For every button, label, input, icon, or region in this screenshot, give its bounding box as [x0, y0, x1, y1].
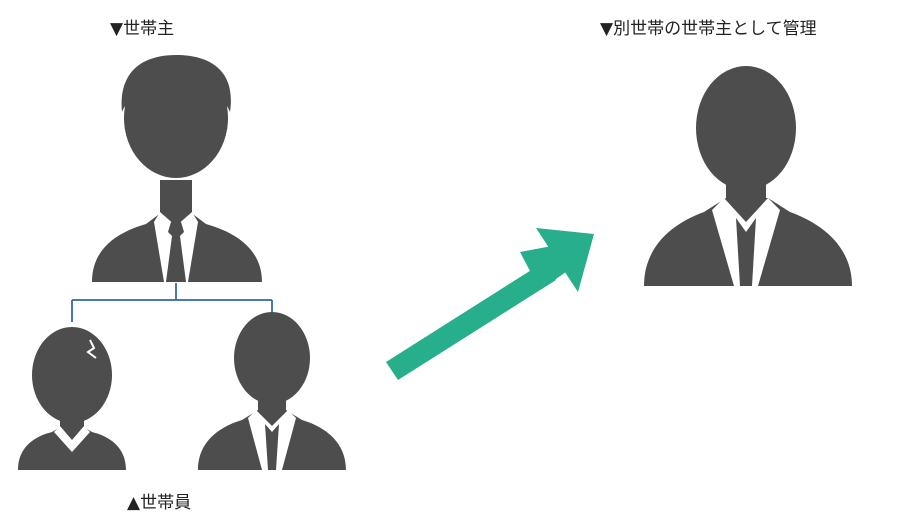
household-members-label: ▲世帯員: [127, 493, 192, 513]
separate-household-label: ▼別世帯の世帯主として管理: [600, 19, 817, 39]
businesswoman-icon-separate: [644, 66, 852, 286]
household-head-label: ▼世帯主: [110, 19, 175, 39]
family-tree-connector: [71, 283, 273, 322]
businesswoman-icon-member: [198, 312, 346, 470]
woman-icon: [18, 327, 126, 470]
diagonal-arrow-icon: [386, 228, 594, 380]
businessman-icon: [92, 55, 262, 282]
